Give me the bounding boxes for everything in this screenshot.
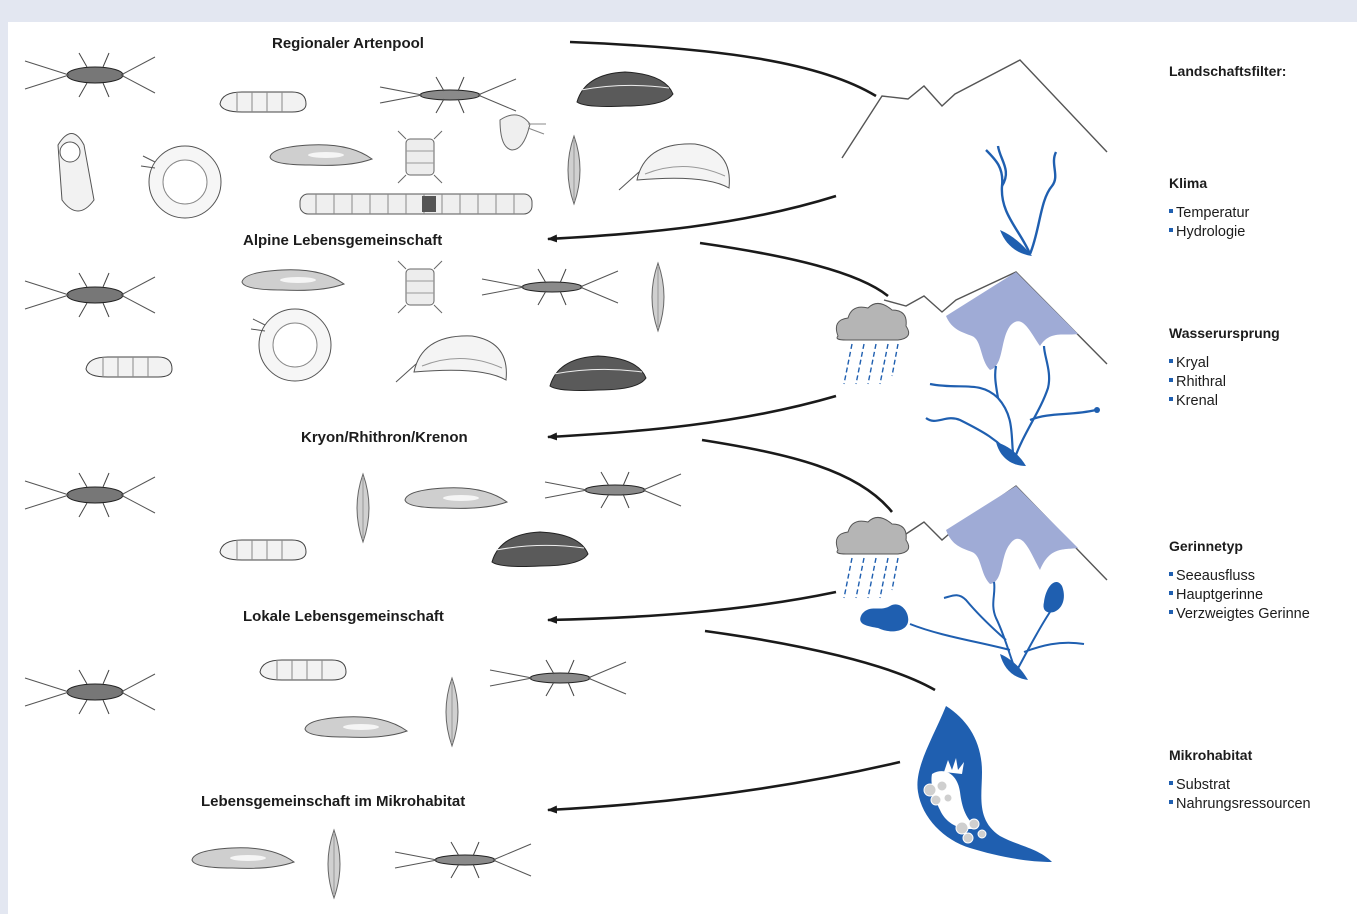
level-label-regional-species-pool: Regionaler Artenpool	[272, 35, 424, 52]
stream-network-icon	[986, 146, 1056, 254]
level-label-kryon-rhithron-krenon: Kryon/Rhithron/Krenon	[301, 429, 468, 446]
local-community-illustrations	[25, 660, 626, 746]
worm-icon	[300, 194, 532, 214]
flow-arrows	[548, 42, 935, 810]
alpine-community-illustrations	[25, 261, 664, 391]
arrow-to-level-4	[548, 592, 836, 620]
mountain-outline	[842, 60, 1107, 158]
filter-item: Seeausfluss	[1169, 567, 1310, 586]
arrow-to-landscape-3	[702, 440, 892, 512]
filter-item: Hauptgerinne	[1169, 586, 1310, 605]
filter-item: Krenal	[1169, 392, 1226, 411]
protozoan-icon	[500, 115, 546, 150]
filter-list-microhabitat: Substrat Nahrungsressourcen	[1169, 776, 1311, 814]
landscape-climate-illustration	[842, 60, 1107, 256]
level-label-alpine-community: Alpine Lebensgemeinschaft	[243, 232, 442, 249]
filter-item: Rhithral	[1169, 373, 1226, 392]
landscape-microhabitat-illustration	[917, 706, 1052, 862]
arrow-to-level-5	[548, 762, 900, 810]
level-label-local-community: Lokale Lebensgemeinschaft	[243, 608, 444, 625]
filters-heading: Landschaftsfilter:	[1169, 63, 1286, 79]
rain-cloud-icon-2	[836, 517, 908, 598]
snail-icon	[58, 134, 94, 212]
filter-title-climate: Klima	[1169, 175, 1207, 191]
glacier-shape	[946, 272, 1078, 370]
regional-species-pool-illustrations	[25, 53, 729, 218]
filter-item: Verzweigtes Gerinne	[1169, 605, 1310, 624]
kryon-rhithron-krenon-illustrations	[25, 472, 681, 567]
filter-item: Nahrungsressourcen	[1169, 795, 1311, 814]
filter-list-climate: Temperatur Hydrologie	[1169, 204, 1249, 242]
microhabitat-community-illustrations	[192, 830, 531, 898]
lake-outlet-shape	[860, 604, 908, 631]
arrow-to-level-3	[548, 396, 836, 437]
landscape-channel-type-illustration	[836, 486, 1107, 680]
filter-item: Substrat	[1169, 776, 1311, 795]
filter-title-microhabitat: Mikrohabitat	[1169, 747, 1252, 763]
filter-item: Hydrologie	[1169, 223, 1249, 242]
filter-title-water-origin: Wasserursprung	[1169, 325, 1280, 341]
arrow-to-landscape-4	[705, 631, 935, 690]
arrow-to-level-2	[548, 196, 836, 239]
arrow-to-landscape-2	[700, 243, 888, 296]
filter-list-channel-type: Seeausfluss Hauptgerinne Verzweigtes Ger…	[1169, 567, 1310, 624]
rain-cloud-icon	[836, 303, 908, 384]
filter-item: Kryal	[1169, 354, 1226, 373]
level-label-microhabitat-community: Lebensgemeinschaft im Mikrohabitat	[201, 793, 465, 810]
landscape-water-origin-illustration	[836, 272, 1107, 466]
filter-title-channel-type: Gerinnetyp	[1169, 538, 1243, 554]
filter-item: Temperatur	[1169, 204, 1249, 223]
filter-list-water-origin: Kryal Rhithral Krenal	[1169, 354, 1226, 411]
